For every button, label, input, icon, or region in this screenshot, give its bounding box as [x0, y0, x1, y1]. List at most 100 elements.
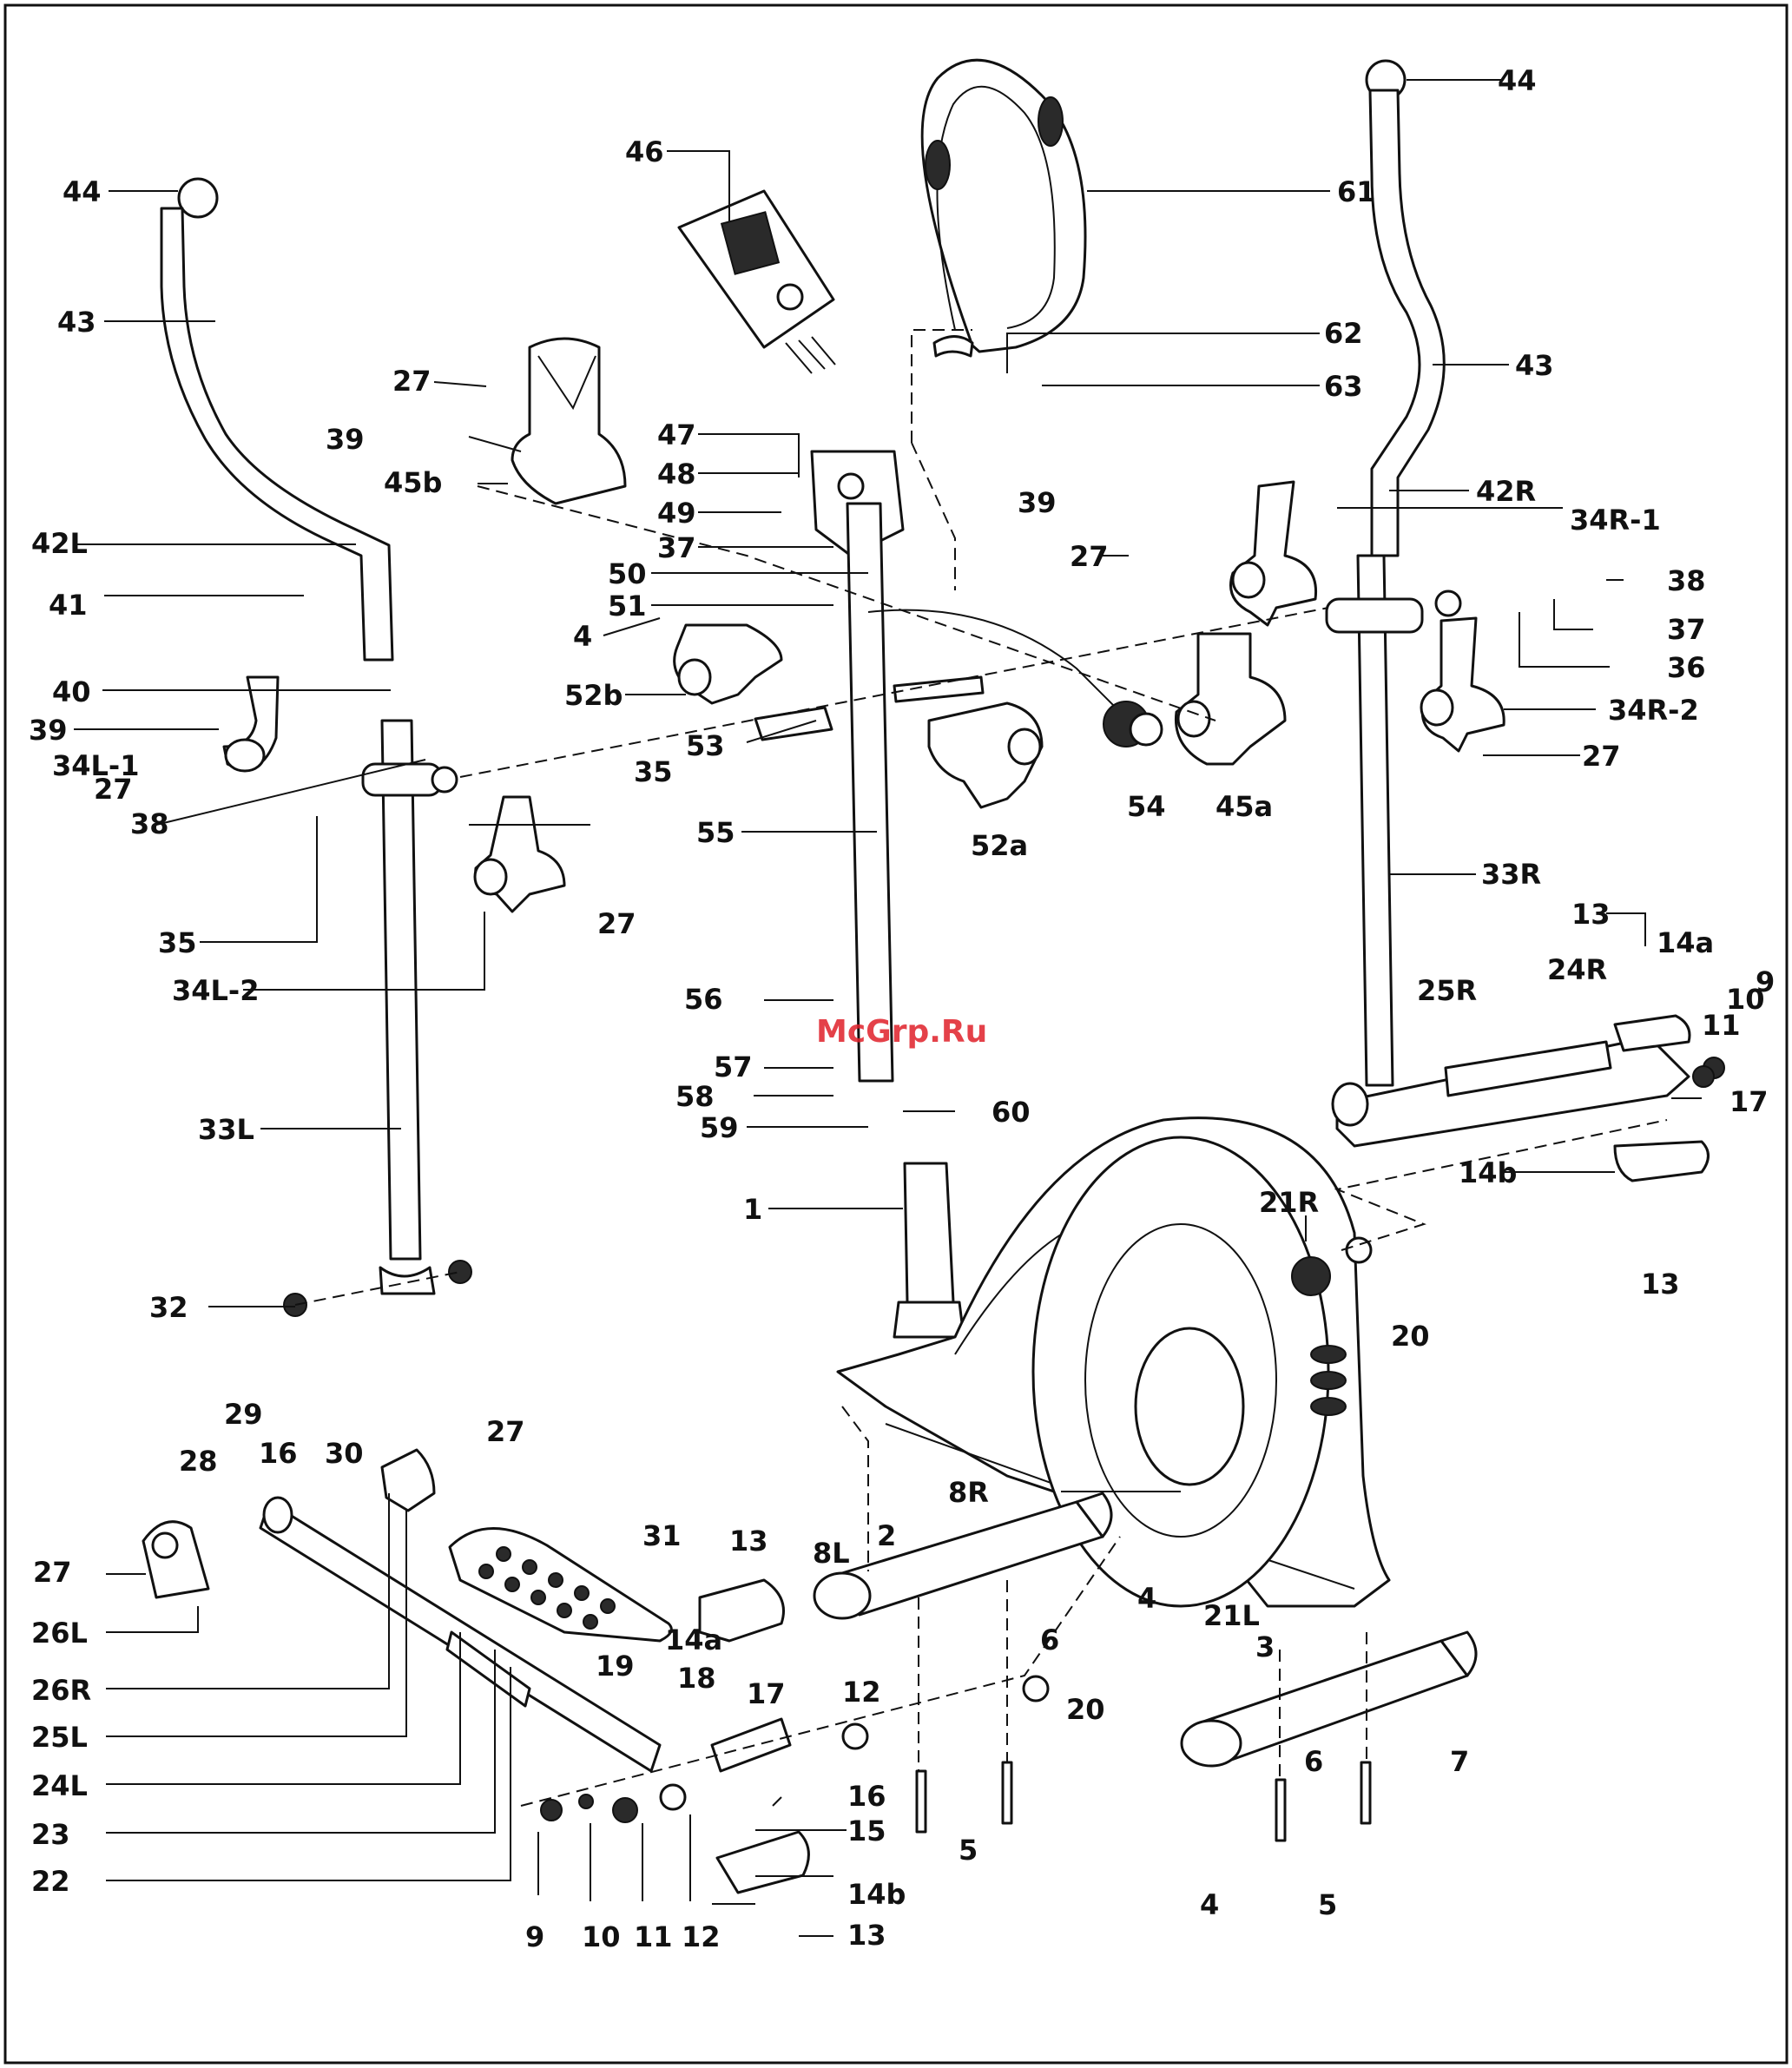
bracket-left-upper-icon — [222, 675, 280, 773]
label-35-a: 35 — [634, 755, 673, 788]
label-10-b: 10 — [582, 1920, 621, 1953]
label-4-a: 4 — [573, 620, 592, 653]
label-41: 41 — [49, 589, 88, 622]
label-1: 1 — [743, 1193, 762, 1226]
main-post-icon — [810, 450, 905, 1083]
label-18: 18 — [677, 1662, 716, 1695]
washer-11-right-icon — [1692, 1065, 1715, 1088]
label-42L: 42L — [31, 527, 88, 560]
end-cap-14b-right-icon — [1613, 1140, 1710, 1182]
label-37-b: 37 — [1667, 613, 1706, 646]
axle-53-icon — [754, 675, 985, 741]
upright-right-icon — [1325, 554, 1462, 1087]
label-6-a: 6 — [1040, 1623, 1059, 1656]
pulse-handlebar-icon — [920, 58, 1087, 358]
label-55: 55 — [696, 816, 735, 849]
label-13-a: 13 — [1571, 898, 1611, 931]
label-7: 7 — [1450, 1745, 1469, 1778]
label-11-b: 11 — [634, 1920, 673, 1953]
label-9-b: 9 — [525, 1920, 544, 1953]
watermark-text: McGrp.Ru — [816, 1014, 987, 1050]
label-27-f: 27 — [486, 1415, 525, 1448]
front-stabilizer-icon — [813, 1492, 1113, 1620]
flywheel-cover-icon — [1031, 1136, 1347, 1608]
label-42R: 42R — [1476, 475, 1536, 508]
label-46: 46 — [625, 135, 664, 168]
nuts-left-icon — [540, 1236, 1373, 1823]
bracket-52a-icon — [927, 701, 1044, 809]
label-27-a: 27 — [392, 365, 432, 398]
pedal-left-icon — [448, 1527, 673, 1643]
tension-knob-icon — [867, 609, 1163, 748]
bolt-5-front-icon — [915, 1761, 1013, 1834]
label-4-c: 4 — [1200, 1888, 1219, 1921]
label-6-b: 6 — [1304, 1745, 1323, 1778]
label-63: 63 — [1324, 370, 1363, 403]
part-labels: 44 44 46 61 43 43 27 62 63 39 47 45b 48 … — [29, 64, 1775, 1953]
label-58: 58 — [675, 1080, 715, 1113]
label-50: 50 — [608, 557, 647, 590]
label-30: 30 — [325, 1437, 364, 1470]
label-34L-1: 34L-1 — [52, 749, 139, 782]
label-33L: 33L — [198, 1113, 254, 1146]
label-8L: 8L — [813, 1537, 850, 1570]
label-9-a: 9 — [1756, 965, 1775, 998]
label-61: 61 — [1337, 175, 1376, 208]
end-cap-14a-right-icon — [1613, 1014, 1691, 1052]
label-45a: 45a — [1216, 790, 1273, 823]
label-26L: 26L — [31, 1617, 88, 1650]
label-13-c: 13 — [729, 1525, 768, 1558]
bracket-45a-icon — [1174, 632, 1287, 766]
label-29: 29 — [224, 1398, 263, 1431]
label-25R: 25R — [1417, 974, 1477, 1007]
label-16-a: 16 — [259, 1437, 298, 1470]
base-post-icon — [893, 1162, 965, 1339]
label-34L-2: 34L-2 — [172, 974, 259, 1007]
label-47: 47 — [657, 418, 696, 451]
label-5-b: 5 — [1318, 1888, 1337, 1921]
label-52a: 52a — [971, 829, 1028, 862]
end-cap-26R-icon — [380, 1448, 436, 1512]
end-cap-14a-left-icon — [698, 1578, 785, 1643]
label-10-a: 10 — [1726, 983, 1765, 1016]
label-14a-right: 14a — [1657, 926, 1714, 959]
assembly-lines — [294, 329, 1668, 1807]
leader-lines — [74, 79, 1702, 1937]
label-11-a: 11 — [1702, 1009, 1741, 1042]
bracket-45b-icon — [511, 337, 627, 505]
label-45b: 45b — [384, 466, 442, 499]
label-38-b: 38 — [130, 807, 169, 840]
label-12-a: 12 — [842, 1676, 881, 1709]
handlebar-left-icon — [160, 177, 394, 662]
label-34R-1: 34R-1 — [1570, 504, 1661, 537]
label-36: 36 — [1667, 651, 1706, 684]
label-24L: 24L — [31, 1769, 88, 1802]
label-49: 49 — [657, 497, 696, 530]
label-51: 51 — [608, 589, 647, 622]
bolt-5-rear-icon — [1275, 1761, 1372, 1842]
bracket-right-lower-icon — [1420, 616, 1505, 753]
label-23: 23 — [31, 1818, 70, 1851]
label-27-b: 27 — [1070, 540, 1109, 573]
end-cap-14b-left-icon — [715, 1830, 810, 1894]
label-43-right: 43 — [1515, 349, 1554, 382]
label-25L: 25L — [31, 1721, 88, 1754]
bracket-right-upper-icon — [1229, 480, 1318, 627]
label-13-d: 13 — [847, 1919, 886, 1952]
label-5-a: 5 — [959, 1834, 978, 1867]
label-62: 62 — [1324, 317, 1363, 350]
label-56: 56 — [684, 983, 723, 1016]
label-12-b: 12 — [682, 1920, 721, 1953]
label-22: 22 — [31, 1865, 70, 1898]
label-4-b: 4 — [1137, 1582, 1156, 1615]
label-31: 31 — [642, 1519, 682, 1552]
label-60: 60 — [992, 1096, 1031, 1129]
pedal-right-icon — [1444, 1040, 1612, 1097]
label-27-g: 27 — [33, 1556, 72, 1589]
bracket-left-lower-icon — [473, 795, 566, 913]
label-15: 15 — [847, 1814, 886, 1847]
label-34R-2: 34R-2 — [1608, 694, 1699, 727]
label-33R: 33R — [1481, 858, 1541, 891]
label-57: 57 — [714, 1050, 753, 1083]
